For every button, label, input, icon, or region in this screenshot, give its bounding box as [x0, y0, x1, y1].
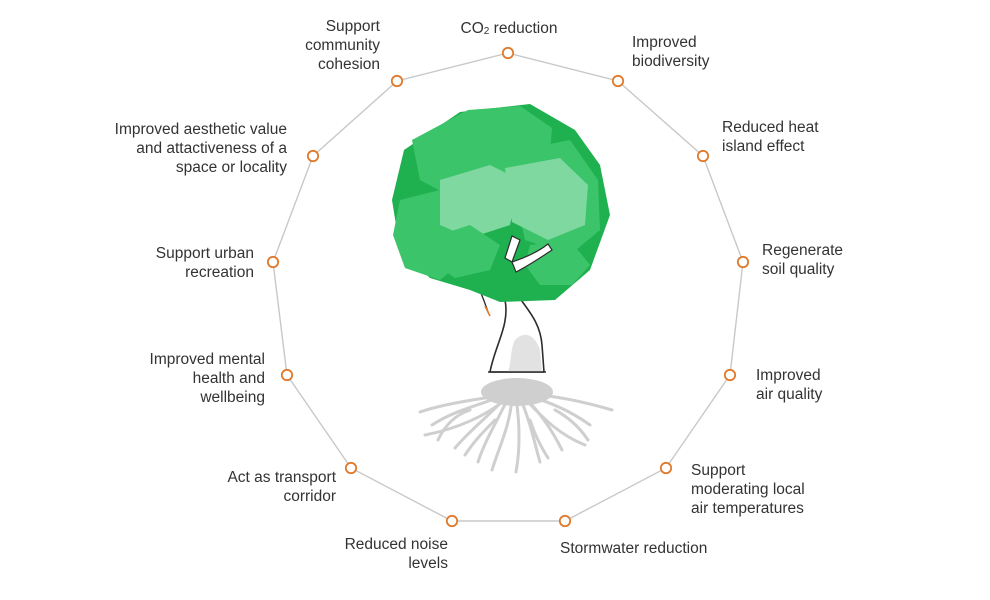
label-line: biodiversity: [632, 53, 710, 70]
label-mental-health: Improved mental health and wellbeing: [150, 350, 265, 407]
label-stormwater-reduction: Stormwater reduction: [560, 539, 707, 558]
canopy-shape: [440, 165, 520, 238]
label-line: corridor: [283, 488, 336, 505]
benefit-node-improved-air-quality: [723, 368, 737, 382]
benefit-node-improved-biodiversity: [611, 74, 625, 88]
root-strand: [436, 408, 472, 442]
root-strand: [518, 396, 542, 464]
root-strand: [524, 398, 587, 447]
label-line: Support: [691, 462, 746, 479]
benefit-node-regenerate-soil: [736, 255, 750, 269]
benefit-node-stormwater-reduction: [558, 514, 572, 528]
root-strand: [463, 418, 497, 457]
label-improved-air-quality: Improved air quality: [756, 366, 822, 404]
label-line: Improved mental: [149, 351, 265, 368]
label-transport-corridor: Act as transport corridor: [227, 468, 336, 506]
label-line: Improved: [632, 34, 697, 51]
label-line: Stormwater reduction: [560, 540, 708, 557]
label-line: cohesion: [317, 56, 380, 73]
tree-roots: [418, 378, 614, 474]
benefit-node-co2-reduction: [501, 46, 515, 60]
branch-right: [511, 243, 553, 273]
label-line: and attactiveness of a: [136, 140, 287, 157]
label-line: health and: [192, 370, 265, 387]
branch-accent: [484, 305, 491, 317]
label-line: wellbeing: [200, 389, 265, 406]
label-urban-recreation: Support urban recreation: [156, 244, 254, 282]
canopy-shape: [430, 225, 500, 278]
label-reduced-noise: Reduced noise levels: [345, 535, 448, 573]
label-line: Regenerate: [762, 242, 844, 259]
label-regenerate-soil: Regenerate soil quality: [762, 241, 843, 279]
label-moderating-temperatures: Support moderating local air temperature…: [691, 461, 805, 518]
benefit-node-mental-health: [280, 368, 294, 382]
tree-canopy: [392, 104, 610, 302]
label-community-cohesion: Support community cohesion: [305, 17, 380, 74]
trunk-shade: [508, 334, 542, 372]
label-line: Improved aesthetic value: [114, 121, 287, 138]
label-co2-subscript: 2: [483, 26, 490, 37]
benefit-node-transport-corridor: [344, 461, 358, 475]
label-aesthetic-value: Improved aesthetic value and attactivene…: [115, 120, 287, 177]
label-line: moderating local: [691, 481, 805, 498]
label-co2-reduction: CO2 reduction: [440, 19, 578, 41]
label-line: Support urban: [155, 245, 254, 262]
label-co2-text: CO: [460, 20, 484, 37]
label-line: air temperatures: [691, 500, 804, 517]
label-line: recreation: [185, 264, 254, 281]
label-line: island effect: [722, 138, 805, 155]
benefit-nodes: [266, 46, 750, 528]
label-line: Support: [325, 18, 380, 35]
benefits-ring: [272, 52, 744, 522]
benefit-node-aesthetic-value: [306, 149, 320, 163]
label-line: community: [305, 37, 380, 54]
root-strand: [528, 418, 550, 460]
canopy-shape: [505, 158, 588, 240]
benefit-node-reduced-heat-island: [696, 149, 710, 163]
label-line: soil quality: [762, 261, 835, 278]
label-line: Improved: [756, 367, 821, 384]
label-line: space or locality: [175, 159, 287, 176]
label-line: Reduced noise: [344, 536, 448, 553]
benefit-node-community-cohesion: [390, 74, 404, 88]
label-reduced-heat-island: Reduced heat island effect: [722, 118, 819, 156]
label-line: Act as transport: [227, 469, 336, 486]
label-line: air quality: [756, 386, 823, 403]
label-line: levels: [408, 555, 448, 572]
branch-left: [504, 235, 521, 263]
benefit-node-reduced-noise: [445, 514, 459, 528]
root-strand: [514, 396, 521, 474]
benefit-node-moderating-temperatures: [659, 461, 673, 475]
root-strand: [553, 408, 590, 442]
label-improved-biodiversity: Improved biodiversity: [632, 33, 710, 71]
label-co2-reduction-text: reduction: [493, 20, 558, 37]
benefit-node-urban-recreation: [266, 255, 280, 269]
root-strand: [423, 398, 507, 437]
label-line: Reduced heat: [722, 119, 819, 136]
root-base: [481, 378, 553, 406]
